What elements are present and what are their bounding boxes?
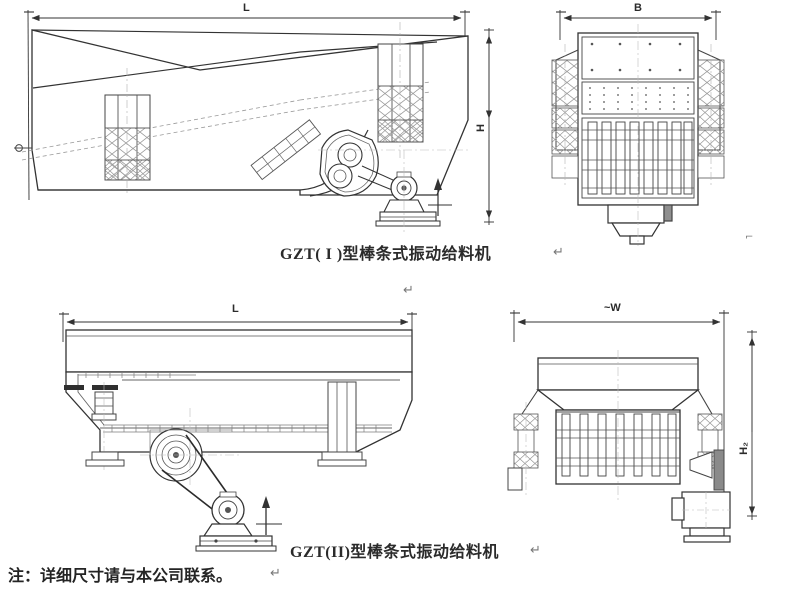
pilcrow-mark-after-caption-2: ↵ (530, 543, 541, 558)
fig2-centerlines (140, 408, 240, 486)
fig2-top-deck (65, 329, 413, 373)
pilcrow-mark-after-caption-1: ↵ (553, 245, 564, 260)
fig1-front-spring-left (551, 44, 579, 188)
fig1-rib-plate (250, 119, 322, 181)
pilcrow-mark-before-note: ↵ (270, 566, 281, 581)
dimension-line-B (556, 10, 721, 40)
fig2-left-spring-foot (64, 382, 125, 470)
fig1-front-exciter-box (607, 204, 673, 245)
fig1-spring-assembly-right (377, 22, 424, 158)
dimension-label-B: B (634, 2, 642, 14)
fig2-trough-body (65, 371, 413, 453)
figure-1-caption: GZT( I )型棒条式振动给料机 (280, 246, 492, 263)
fig2-right-spring-foot (317, 381, 367, 467)
fig2-front-motor (671, 491, 731, 543)
fig1-exciter-housing (319, 129, 379, 197)
figure-2-caption: GZT(II)型棒条式振动给料机 (290, 544, 499, 561)
dimension-label-H2: H₂ (738, 442, 750, 455)
fig2-front-support-left (507, 389, 539, 498)
dimension-label-W: ~W (604, 302, 621, 314)
fig1-front-view (551, 10, 725, 246)
drawing-note: 注：详细尺寸请与本公司联系。 (8, 568, 233, 585)
fig2-front-support-right (689, 389, 725, 491)
fig2-side-view (59, 312, 417, 552)
fig1-hidden-bars (21, 81, 431, 161)
fig2-front-view (507, 310, 757, 543)
fig2-front-grizzly-bars (556, 411, 680, 477)
fig1-centerlines (318, 149, 470, 232)
dimension-label-H: H (475, 124, 487, 132)
fig1-front-spring-right (697, 44, 725, 188)
fig1-side-view (14, 9, 494, 232)
dimension-line-L1 (24, 9, 470, 201)
fig2-flange-bolts (78, 372, 196, 378)
corner-mark-top-right: ⌐ (745, 232, 754, 243)
fig2-motor-assembly (195, 491, 282, 552)
fig1-left-pivot (14, 144, 32, 152)
fig1-spring-assembly-left (104, 68, 151, 196)
fig2-drive-belt (161, 434, 233, 513)
dimension-line-H (484, 28, 494, 225)
dimension-label-L-fig1: L (243, 2, 250, 14)
pilcrow-mark-between-figures: ↵ (403, 283, 414, 298)
dimension-line-H2 (747, 330, 757, 520)
dimension-label-L-fig2: L (232, 303, 239, 315)
